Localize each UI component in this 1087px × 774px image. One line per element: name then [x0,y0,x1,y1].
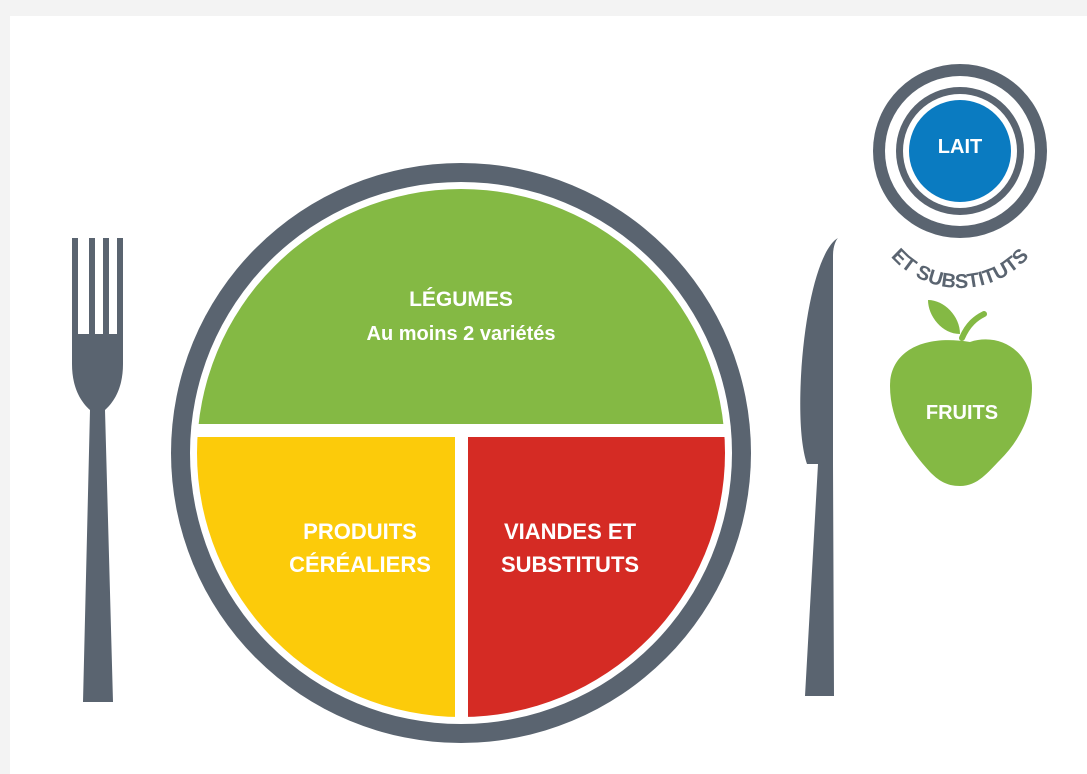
fork-icon [72,238,123,702]
milk-badge: LAIT ET SUBSTITUTS [873,64,1047,293]
meat-label-line1: VIANDES ET [504,519,637,544]
vegetables-title: LÉGUMES [409,288,513,311]
meat-label-line2: SUBSTITUTS [501,552,639,577]
vegetables-subtitle: Au moins 2 variétés [367,323,556,345]
grains-label-line2: CÉRÉALIERS [289,552,431,577]
fruit-label: FRUITS [926,402,998,424]
plate-diagram: LÉGUMES Au moins 2 variétés PRODUITS CÉR… [72,64,1047,743]
milk-arc-text: ET SUBSTITUTS [887,245,1033,294]
milk-label: LAIT [938,136,982,158]
knife-icon [800,238,838,696]
apple-icon: FRUITS [890,300,1032,486]
milk-circle [909,100,1011,202]
grains-label-line1: PRODUITS [303,519,417,544]
infographic-card: LÉGUMES Au moins 2 variétés PRODUITS CÉR… [10,16,1087,774]
